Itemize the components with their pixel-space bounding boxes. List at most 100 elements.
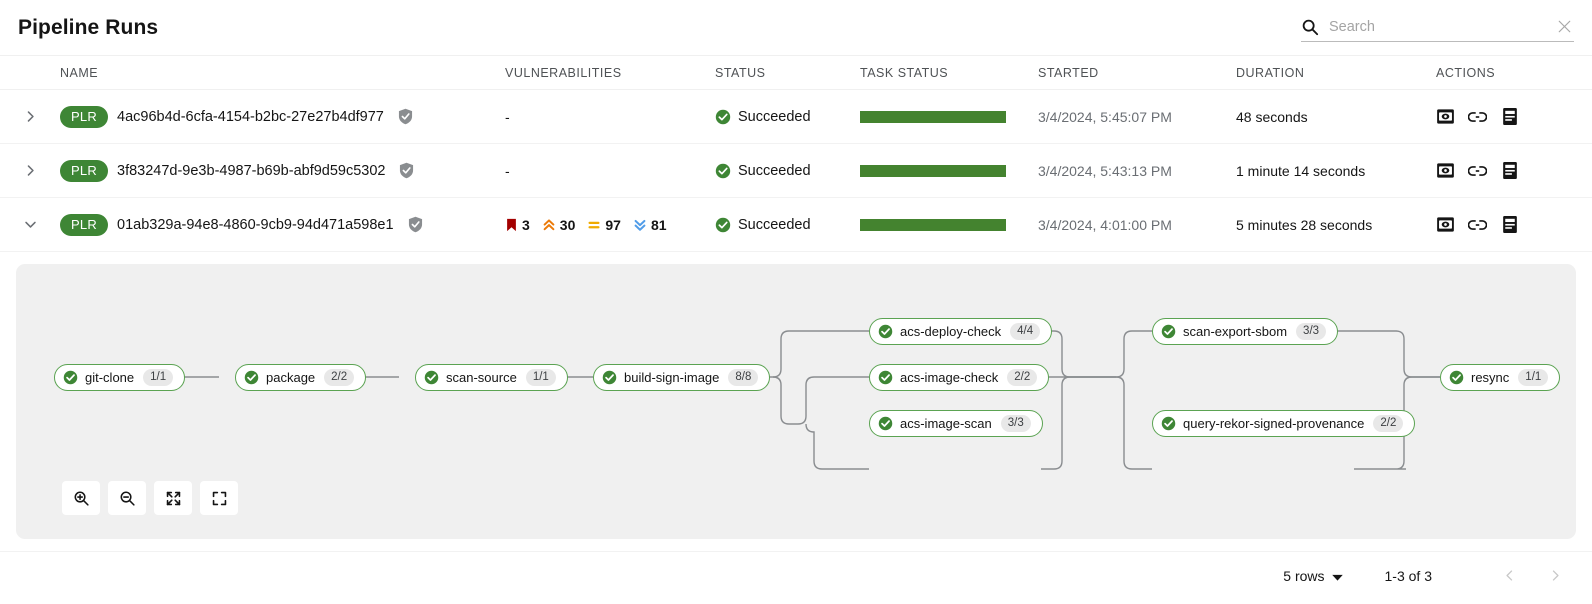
vulnerability-critical: 3 [505,217,530,233]
link-icon[interactable] [1468,215,1487,234]
graph-node-resync[interactable]: resync 1/1 [1440,364,1561,391]
vulnerability-medium-count: 97 [605,216,621,233]
chevron-right-icon[interactable] [12,153,48,189]
previous-page-button[interactable] [1496,563,1522,589]
medium-severity-icon [588,221,600,228]
graph-node-label: acs-image-check [900,370,999,385]
monitor-eye-icon[interactable] [1436,107,1455,126]
monitor-eye-icon[interactable] [1436,215,1455,234]
check-circle-icon [1449,370,1464,385]
graph-node-count: 2/2 [1373,415,1404,432]
row-toggle-cell [0,197,60,252]
row-name-cell: PLR 4ac96b4d-6cfa-4154-b2bc-27e27b4df977 [60,89,505,144]
row-actions-cell [1436,143,1592,198]
pipeline-graph-panel[interactable]: git-clone 1/1 package 2/2 scan-source 1/… [16,264,1576,539]
check-circle-icon [878,416,893,431]
expand-arrows-icon[interactable] [154,481,192,515]
zoom-out-button[interactable] [108,481,146,515]
vulnerability-critical-count: 3 [522,216,530,233]
row-task-status-cell [860,197,1038,252]
document-icon[interactable] [1500,107,1519,126]
graph-node-build-sign-image[interactable]: build-sign-image 8/8 [593,364,771,391]
graph-node-package[interactable]: package 2/2 [235,364,367,391]
check-circle-icon [63,370,78,385]
next-page-button[interactable] [1542,563,1568,589]
graph-node-git-clone[interactable]: git-clone 1/1 [54,364,186,391]
row-started-cell: 3/4/2024, 4:01:00 PM [1038,197,1236,252]
graph-node-count: 1/1 [1518,369,1549,386]
column-header-status: STATUS [715,55,860,90]
row-started-cell: 3/4/2024, 5:45:07 PM [1038,89,1236,144]
check-circle-icon [1161,416,1176,431]
chevron-down-icon[interactable] [12,207,48,243]
status-label: Succeeded [738,108,811,125]
search-input[interactable] [1329,18,1554,35]
link-icon[interactable] [1468,161,1487,180]
row-toggle-cell [0,89,60,144]
table-body: PLR 4ac96b4d-6cfa-4154-b2bc-27e27b4df977… [0,89,1592,552]
graph-controls [62,481,238,515]
vulnerability-high-count: 30 [559,216,576,233]
table-row[interactable]: PLR 3f83247d-9e3b-4987-b69b-abf9d59c5302… [0,143,1592,198]
critical-severity-icon [507,218,516,231]
graph-node-acs-deploy-check[interactable]: acs-deploy-check 4/4 [869,318,1053,345]
graph-node-count: 1/1 [525,369,556,386]
chevron-right-icon[interactable] [12,99,48,135]
graph-node-count: 3/3 [1000,415,1031,432]
graph-node-query-rekor-signed-provenance[interactable]: query-rekor-signed-provenance 2/2 [1152,410,1416,437]
graph-node-label: resync [1471,370,1510,385]
row-vulnerabilities-cell: - [505,89,715,144]
column-header-vulnerabilities: VULNERABILITIES [505,55,715,90]
pipeline-runs-table: NAME VULNERABILITIES STATUS TASK STATUS … [0,55,1592,551]
check-circle-icon [878,370,893,385]
row-task-status-cell [860,89,1038,144]
table-footer: 5 rows 1-3 of 3 [0,551,1592,599]
document-icon[interactable] [1500,215,1519,234]
monitor-eye-icon[interactable] [1436,161,1455,180]
run-name[interactable]: 01ab329a-94e8-4860-9cb9-94d471a598e1 [117,216,394,233]
caret-down-icon [1331,568,1343,584]
plr-badge: PLR [60,159,108,182]
document-icon[interactable] [1500,161,1519,180]
table-row[interactable]: PLR 4ac96b4d-6cfa-4154-b2bc-27e27b4df977… [0,89,1592,144]
shield-check-icon [398,162,415,179]
graph-node-count: 3/3 [1296,323,1327,340]
close-icon[interactable] [1554,17,1574,37]
table-row[interactable]: PLR 01ab329a-94e8-4860-9cb9-94d471a598e1… [0,197,1592,252]
graph-node-acs-image-check[interactable]: acs-image-check 2/2 [869,364,1050,391]
link-icon[interactable] [1468,107,1487,126]
graph-node-label: scan-export-sbom [1183,324,1288,339]
status-label: Succeeded [738,216,811,233]
graph-node-acs-image-scan[interactable]: acs-image-scan 3/3 [869,410,1043,437]
plr-badge: PLR [60,105,108,128]
graph-node-count: 2/2 [1007,369,1038,386]
graph-node-scan-export-sbom[interactable]: scan-export-sbom 3/3 [1152,318,1339,345]
zoom-in-button[interactable] [62,481,100,515]
check-circle-icon [878,324,893,339]
rows-per-page-select[interactable]: 5 rows [1283,568,1343,584]
vulnerabilities-empty: - [505,108,510,125]
graph-node-scan-source[interactable]: scan-source 1/1 [415,364,568,391]
vulnerability-medium: 97 [587,217,621,233]
run-name[interactable]: 4ac96b4d-6cfa-4154-b2bc-27e27b4df977 [117,108,384,125]
graph-node-count: 8/8 [728,369,759,386]
check-circle-icon [715,217,731,233]
task-status-bar [860,218,1006,231]
graph-node-label: query-rekor-signed-provenance [1183,416,1365,431]
run-name[interactable]: 3f83247d-9e3b-4987-b69b-abf9d59c5302 [117,162,386,179]
graph-node-label: package [266,370,316,385]
fullscreen-icon[interactable] [200,481,238,515]
shield-check-icon [397,108,414,125]
row-status-cell: Succeeded [715,197,860,252]
search-box[interactable] [1301,12,1574,42]
page-title: Pipeline Runs [18,15,159,39]
column-header-actions: ACTIONS [1436,55,1592,90]
vulnerability-low-count: 81 [650,216,667,233]
column-header-name: NAME [60,55,505,90]
search-icon [1301,18,1319,36]
check-circle-icon [424,370,439,385]
check-circle-icon [715,109,731,125]
vulnerability-low: 81 [633,217,667,233]
row-status-cell: Succeeded [715,89,860,144]
row-vulnerabilities-cell: - [505,143,715,198]
